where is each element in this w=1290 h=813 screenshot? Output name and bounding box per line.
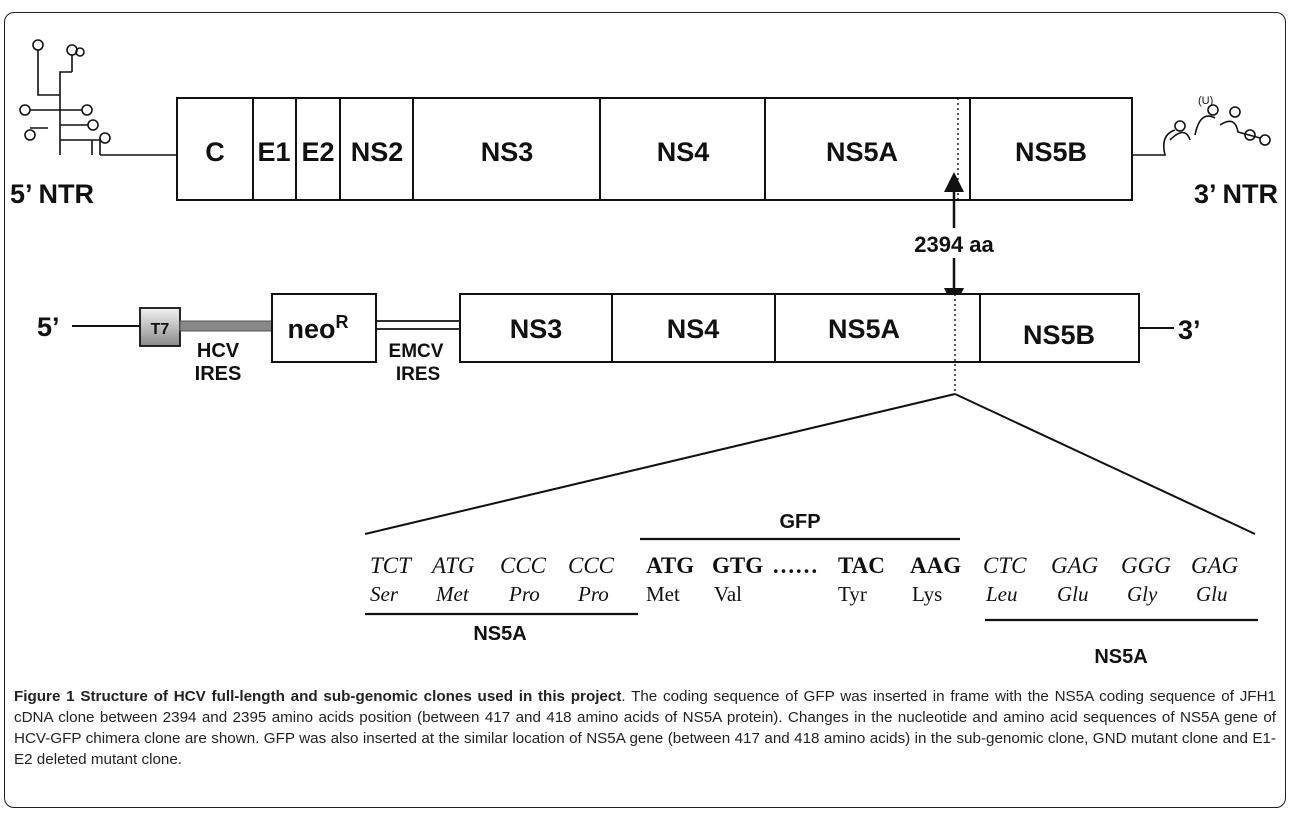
sub-segment-ns3: NS3 <box>510 314 563 344</box>
aa-met-1: Met <box>435 582 470 606</box>
hcv-ires-bar <box>179 320 273 332</box>
sub-segment-ns5a: NS5A <box>828 314 900 344</box>
gfp-label: GFP <box>779 511 820 533</box>
segment-ns5b: NS5B <box>1015 137 1087 167</box>
five-prime-ntr-label: 5’ NTR <box>10 179 94 209</box>
codon-ctc: CTC <box>983 553 1027 578</box>
hcv-ires-label-1: HCV <box>197 340 240 362</box>
codon-ccc-2: CCC <box>568 553 615 578</box>
codon-gag-1: GAG <box>1051 553 1099 578</box>
emcv-ires-label-1: EMCV <box>389 341 444 362</box>
zoom-line-right <box>954 393 1256 535</box>
segment-e1: E1 <box>257 137 290 167</box>
neo-box <box>271 293 377 363</box>
sub-three-prime-label: 3’ <box>1178 315 1201 345</box>
aa-glu-2: Glu <box>1196 582 1228 606</box>
codon-sequence: TCT ATG CCC CCC ATG GTG …… TAC AAG CTC G… <box>370 553 1239 578</box>
emcv-ires-label-2: IRES <box>396 364 440 385</box>
t7-label: T7 <box>151 321 170 338</box>
aa-pro-1: Pro <box>508 582 540 606</box>
codon-aag: AAG <box>910 553 961 578</box>
codon-atg-2: ATG <box>646 553 694 578</box>
segment-ns5a: NS5A <box>826 137 898 167</box>
aa-tyr: Tyr <box>838 582 867 606</box>
aa-glu-1: Glu <box>1057 582 1089 606</box>
codon-gtg: GTG <box>712 553 763 578</box>
caption-text: . The coding sequence of GFP was inserte… <box>14 688 1276 768</box>
zoom-line-left <box>364 393 956 535</box>
aa-leu: Leu <box>985 582 1018 606</box>
segment-c: C <box>205 137 225 167</box>
segment-ns2: NS2 <box>351 137 404 167</box>
svg-text:(U): (U) <box>1198 95 1213 107</box>
sub-segment-ns5b: NS5B <box>1023 320 1095 350</box>
position-arrow: 2394 aa <box>895 172 1013 308</box>
codon-gag-2: GAG <box>1191 553 1239 578</box>
aa-ser: Ser <box>370 582 399 606</box>
sub-segment-ns4: NS4 <box>667 314 720 344</box>
codon-ellipsis: …… <box>772 553 818 578</box>
codon-ccc-1: CCC <box>500 553 547 578</box>
neo-superscript: R <box>336 312 349 332</box>
hcv-clone-diagram: C E1 E2 NS2 NS3 NS4 NS5A NS5B 5’ NTR 3’ … <box>10 39 1278 668</box>
subgenomic-replicon: 5’ T7 HCV IRES neoR EMCV IRES <box>37 293 1201 394</box>
segment-ns3: NS3 <box>481 137 534 167</box>
codon-tct: TCT <box>370 553 413 578</box>
three-prime-ntr-label: 3’ NTR <box>1194 179 1278 209</box>
aa-met-2: Met <box>646 582 680 606</box>
amino-acid-sequence: Ser Met Pro Pro Met Val Tyr Lys Leu Glu … <box>370 582 1228 606</box>
aa-pro-2: Pro <box>577 582 609 606</box>
aa-lys: Lys <box>912 582 942 606</box>
segment-e2: E2 <box>301 137 334 167</box>
5-ntr-rna-structure <box>19 39 111 155</box>
genome-box <box>176 97 971 201</box>
3-ntr-rna-structure: (U) <box>1132 95 1271 156</box>
caption-title: Figure 1 Structure of HCV full-length an… <box>14 688 622 705</box>
left-ns5a-label: NS5A <box>473 623 526 645</box>
hcv-ires-label-2: IRES <box>195 363 242 385</box>
neo-label: neo <box>287 314 335 344</box>
codon-ggg: GGG <box>1121 553 1171 578</box>
sub-genome-box <box>459 293 981 363</box>
codon-tac: TAC <box>838 553 885 578</box>
aa-gly: Gly <box>1127 582 1158 606</box>
right-ns5a-label: NS5A <box>1094 646 1147 668</box>
position-label: 2394 aa <box>914 232 994 257</box>
full-length-genome: C E1 E2 NS2 NS3 NS4 NS5A NS5B 5’ NTR 3’ … <box>10 97 1278 209</box>
figure-frame <box>4 12 1286 808</box>
svg-text:neoR: neoR <box>287 312 348 344</box>
aa-val: Val <box>714 582 742 606</box>
segment-ns4: NS4 <box>657 137 710 167</box>
figure-caption: Figure 1 Structure of HCV full-length an… <box>14 686 1276 770</box>
sub-five-prime-label: 5’ <box>37 312 60 342</box>
codon-atg-1: ATG <box>430 553 475 578</box>
